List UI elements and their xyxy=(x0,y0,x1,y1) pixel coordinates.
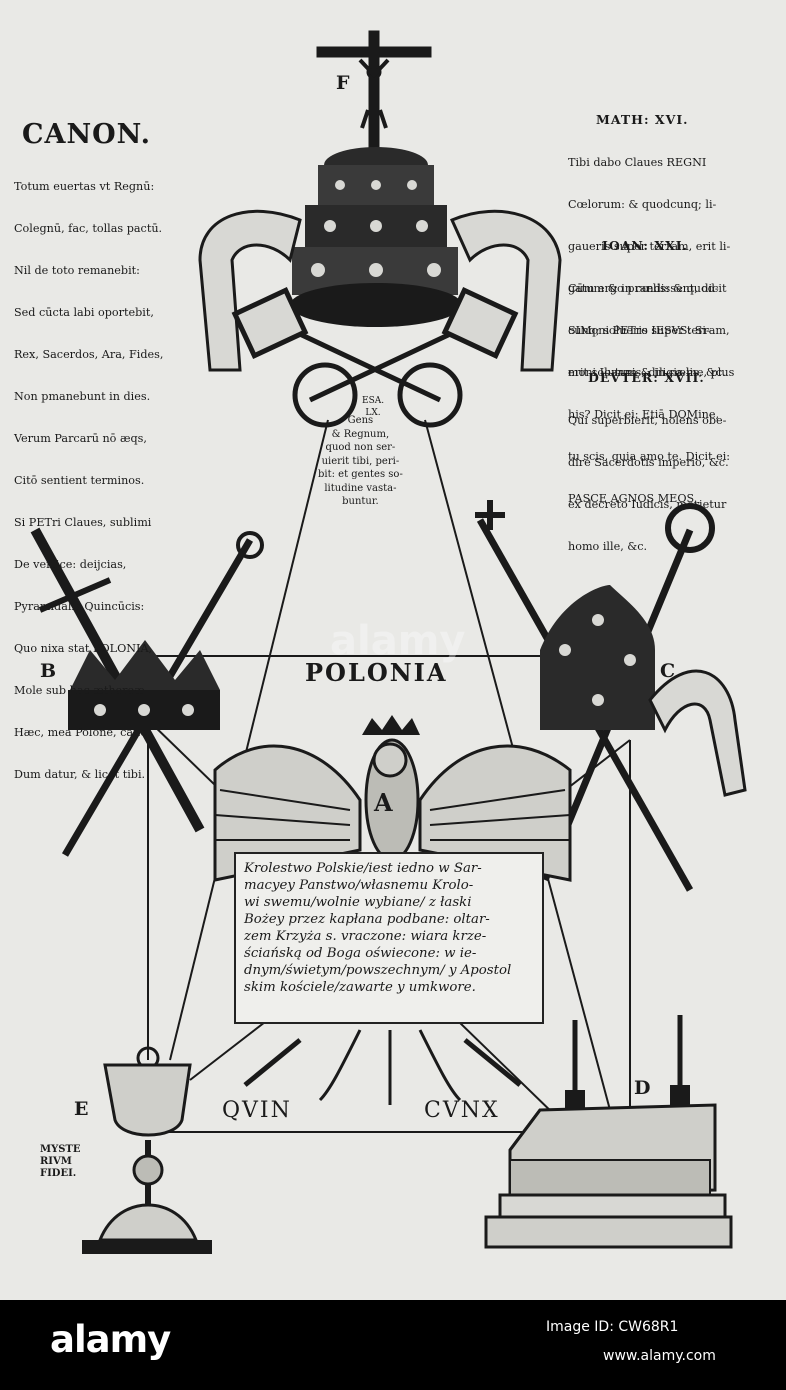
ioan-line: moni Ioannis, diligis me, plus xyxy=(568,365,735,379)
label-e: E xyxy=(74,1098,89,1120)
ioan-line: tu scis, quia amo te. Dicit ei: xyxy=(568,449,731,463)
canon-line: Totum euertas vt Regnū: xyxy=(14,180,155,193)
canon-line: Hæc, mea Polone, caue: xyxy=(14,726,151,739)
chalice-icon xyxy=(82,1046,212,1254)
woodcut-illustration xyxy=(30,30,747,1254)
deuter-line: dire Sacerdotis imperio, &c. xyxy=(568,455,729,469)
deuter-line: Qui superbierit, nolens obe- xyxy=(568,413,727,427)
canon-text: Totum euertas vt Regnū: Colegnū, fac, to… xyxy=(14,152,163,810)
ioan-line: SIMoni PETro IESVS: Si- xyxy=(568,323,710,337)
deuter-citation: DEVTER: XVII. Qui superbierit, nolens ob… xyxy=(568,342,729,582)
canon-line: Verum Parcarū nō æqs, xyxy=(14,432,147,445)
woodcut-plate: CANON. Totum euertas vt Regnū: Colegnū, … xyxy=(0,0,786,1300)
canon-line: Citō sentient terminos. xyxy=(14,474,145,487)
deuter-line: homo ille, &c. xyxy=(568,539,648,553)
watermark: alamy xyxy=(330,618,466,664)
label-a: A xyxy=(374,788,393,817)
label-f: F xyxy=(336,72,350,94)
deuter-line: ex decreto Iudicis, morietur xyxy=(568,497,727,511)
esa-line: LX. xyxy=(365,407,381,418)
cunx-label: CVNX xyxy=(424,1098,500,1123)
crossed-keys-icon xyxy=(231,286,519,428)
esa-citation: ESA. LX. xyxy=(362,396,384,419)
canon-line: Nil de toto remanebit: xyxy=(14,264,140,277)
math-header: MATH: XVI. xyxy=(596,112,689,127)
quin-label: QVIN xyxy=(222,1098,292,1123)
canon-line: Mole sub hac æthereæ. xyxy=(14,684,149,697)
ioan-line: Cūm ergo prandissent, dicit xyxy=(568,281,727,295)
canon-line: Rex, Sacerdos, Ara, Fides, xyxy=(14,348,164,361)
canon-line: Si PETri Claues, sublimi xyxy=(14,516,152,529)
label-b: B xyxy=(40,660,57,682)
math-line: erit solutum & in cœlis, &c. xyxy=(568,365,726,379)
royal-regalia-icon xyxy=(30,527,264,857)
esa-line: ESA. xyxy=(362,396,385,406)
canon-line: Non pmanebunt in dies. xyxy=(14,390,151,403)
deuter-header: DEVTER: XVII. xyxy=(588,370,705,385)
canon-line: Colegnū, fac, tollas pactū. xyxy=(14,222,163,235)
papal-tiara-icon xyxy=(198,147,562,372)
canon-line: De vertice: deijcias, xyxy=(14,558,127,571)
ioan-citation: IOAN: XXI. Cūm ergo prandissent, dicit S… xyxy=(568,210,734,534)
ioan-line: his? Dicit ei: Etiā DOMine, xyxy=(568,407,720,421)
label-d: D xyxy=(634,1077,651,1099)
math-line: Cœlorum: & quodcunq; li- xyxy=(568,197,717,211)
math-citation: MATH: XVI. Tibi dabo Claues REGNI Cœloru… xyxy=(568,84,730,408)
math-line: gaueris super terram, erit li- xyxy=(568,239,731,253)
ioan-header: IOAN: XXI. xyxy=(602,238,688,253)
mysterium-fidei-label: MYSTE RIVM FIDEI. xyxy=(40,1144,81,1179)
canon-line: Dum datur, & licet tibi. xyxy=(14,768,146,781)
site-url[interactable]: www.alamy.com xyxy=(603,1348,716,1364)
polish-inscription: Krolestwo Polskie/iest iedno w Sar- macy… xyxy=(234,852,544,1024)
canon-title: CANON. xyxy=(22,119,151,150)
math-line: cunq; solueris super terram, xyxy=(568,323,730,337)
crowned-eagle-icon xyxy=(213,715,572,1105)
ioan-line: PASCE AGNOS MEOS. xyxy=(568,491,698,505)
math-line: Tibi dabo Claues REGNI xyxy=(568,155,707,169)
gens-text: Gens & Regnum, quod non ser- uierit tibi… xyxy=(318,415,403,507)
math-line: gatum & in cœlis: & quod- xyxy=(568,281,719,295)
footer-bar xyxy=(0,1300,786,1390)
canon-line: Pyramidalis Quincūcis: xyxy=(14,600,145,613)
crucifix-icon xyxy=(316,30,432,154)
image-id: Image ID: CW68R1 xyxy=(546,1319,679,1335)
brand-logo: alamy xyxy=(50,1318,171,1361)
label-c: C xyxy=(660,660,676,682)
altar-icon xyxy=(484,1015,733,1249)
canon-line: Sed cūcta labi oportebit, xyxy=(14,306,154,319)
polonia-label: POLONIA xyxy=(305,658,448,687)
canon-line: Quo nixa stat POLONIA, xyxy=(14,642,153,655)
